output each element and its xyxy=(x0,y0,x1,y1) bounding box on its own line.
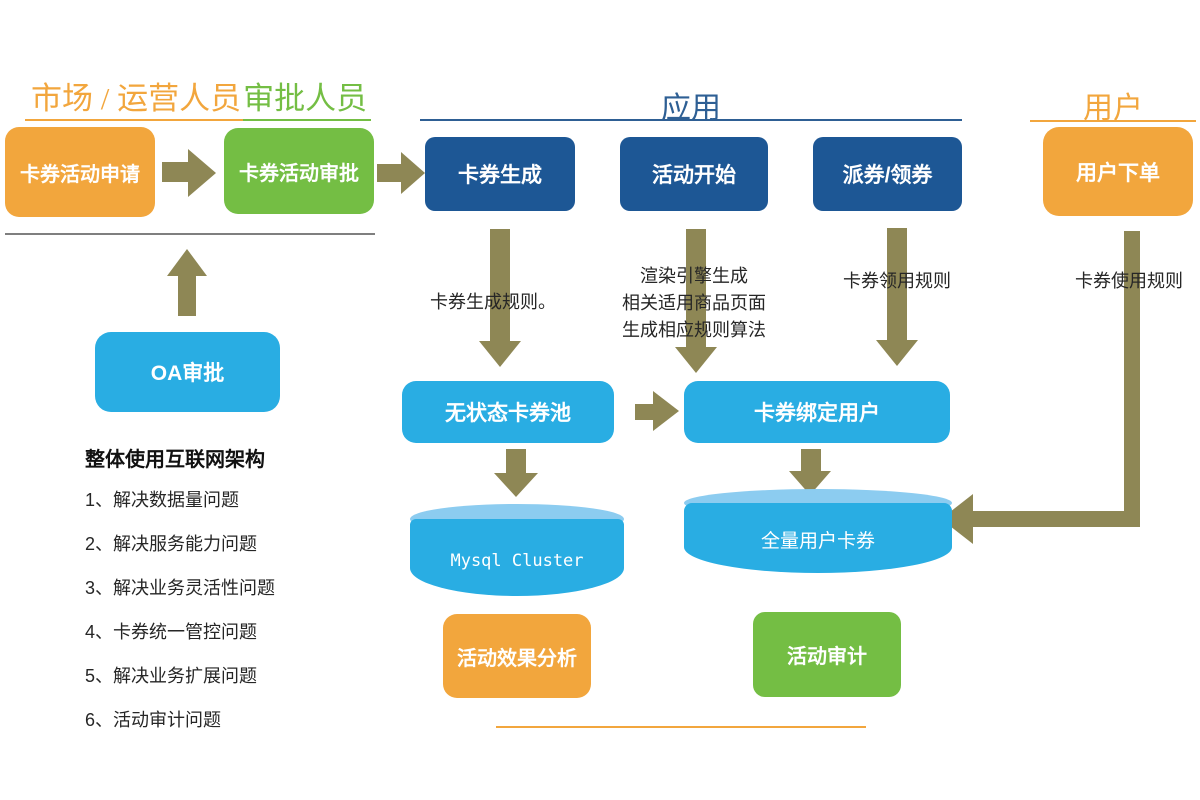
edge-label-claim-rule: 卡券领用规则 xyxy=(843,271,951,291)
notes-heading: 整体使用互联网架构 xyxy=(85,449,265,471)
database-mysql-body: Mysql Cluster xyxy=(410,519,624,596)
arrow-dispatch-down-head xyxy=(876,340,918,366)
database-all-user-coupons: 全量用户卡券 xyxy=(684,489,952,573)
arrow-pool-to-bind-head xyxy=(653,391,679,431)
application-underline xyxy=(420,119,962,121)
database-mysql-cluster: Mysql Cluster xyxy=(410,504,624,596)
node-coupon-generate: 卡券生成 xyxy=(425,137,575,211)
note-item-6: 6、活动审计问题 xyxy=(85,710,222,730)
lane-title-approver: 审批人员 xyxy=(243,82,372,121)
user-underline xyxy=(1030,120,1196,122)
edge-label-render-engine: 渲染引擎生成 相关适用商品页面 生成相应规则算法 xyxy=(594,263,794,344)
arrow-pool-down-head xyxy=(494,473,538,497)
note-item-1: 1、解决数据量问题 xyxy=(85,490,240,510)
arrow-approve-to-generate xyxy=(377,164,401,182)
lane-title-market-ops: 市场 / 运营人员 xyxy=(25,82,244,121)
lane-title-market-approver: 市场 / 运营人员审批人员 xyxy=(25,82,372,121)
node-bind-user: 卡券绑定用户 xyxy=(684,381,950,443)
arrow-dispatch-down-shaft xyxy=(887,228,907,340)
arrow-generate-down-head xyxy=(479,341,521,367)
note-item-3: 3、解决业务灵活性问题 xyxy=(85,578,276,598)
node-coupon-apply: 卡券活动申请 xyxy=(5,127,155,217)
node-dispatch-claim: 派券/领券 xyxy=(813,137,962,211)
arrow-pool-down-shaft xyxy=(506,449,526,473)
database-all-user-coupons-body: 全量用户卡券 xyxy=(684,503,952,573)
arrow-bind-down-shaft xyxy=(801,449,821,471)
divider-bottom-orange xyxy=(496,726,866,728)
connector-order-vertical xyxy=(1124,231,1140,527)
node-coupon-approve: 卡券活动审批 xyxy=(224,128,374,214)
arrow-apply-to-approve xyxy=(162,162,188,182)
node-oa-approval: OA审批 xyxy=(95,332,280,412)
arrow-apply-to-approve-head xyxy=(188,149,216,197)
note-item-4: 4、卡券统一管控问题 xyxy=(85,622,258,642)
arrow-generate-down-shaft xyxy=(490,229,510,341)
database-all-user-coupons-label: 全量用户卡券 xyxy=(760,530,875,552)
node-activity-audit: 活动审计 xyxy=(753,612,901,697)
arrow-start-down-shaft xyxy=(686,229,706,347)
node-stateless-pool: 无状态卡券池 xyxy=(402,381,614,443)
arrow-oa-up-shaft xyxy=(178,276,196,316)
arrow-start-down-head xyxy=(675,347,717,373)
node-activity-start: 活动开始 xyxy=(620,137,768,211)
note-item-2: 2、解决服务能力问题 xyxy=(85,534,258,554)
node-effect-analysis: 活动效果分析 xyxy=(443,614,591,698)
node-user-order: 用户下单 xyxy=(1043,127,1193,216)
edge-label-use-rule: 卡券使用规则 xyxy=(1075,271,1183,291)
connector-order-horizontal xyxy=(972,511,1140,527)
divider-left-lane xyxy=(5,233,375,235)
arrow-approve-to-generate-head xyxy=(401,152,425,194)
arrow-pool-to-bind-shaft xyxy=(635,404,653,420)
note-item-5: 5、解决业务扩展问题 xyxy=(85,666,258,686)
edge-label-generate-rule: 卡券生成规则。 xyxy=(430,292,556,312)
lane-title-application: 应用 xyxy=(661,92,721,125)
edge-label-render-engine-line1: 渲染引擎生成 xyxy=(640,266,748,286)
edge-label-render-engine-line2: 相关适用商品页面 xyxy=(622,293,766,313)
lane-title-user: 用户 xyxy=(1083,92,1143,125)
edge-label-render-engine-line3: 生成相应规则算法 xyxy=(622,320,766,340)
arrow-oa-up-head xyxy=(167,249,207,276)
database-mysql-label: Mysql Cluster xyxy=(450,550,584,571)
